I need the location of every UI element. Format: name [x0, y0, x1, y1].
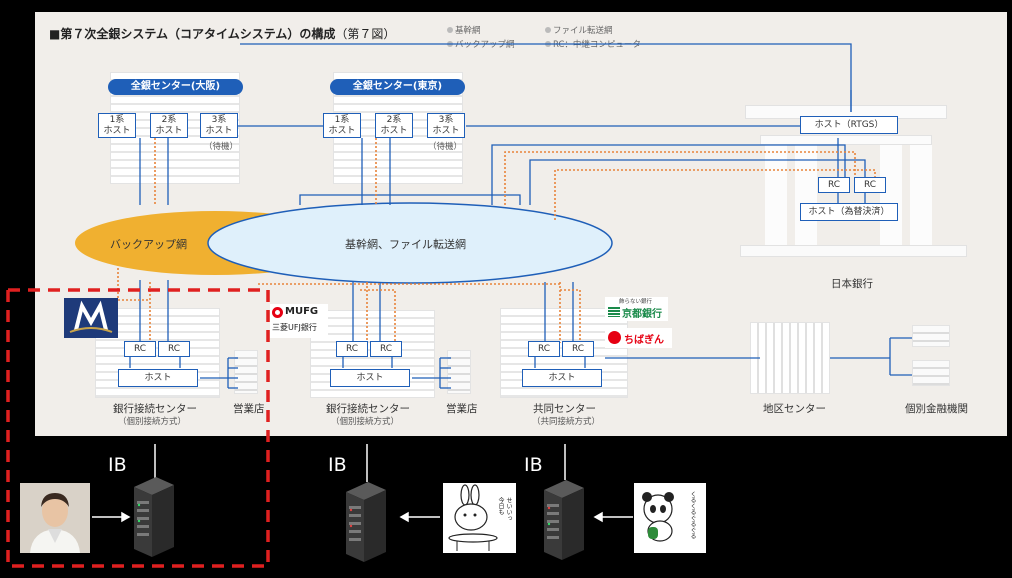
standby-label: （待機）	[204, 142, 239, 152]
bank-center-label: 銀行接続センター	[113, 403, 197, 415]
rc-box: RC	[158, 341, 190, 357]
standby-label: （待機）	[428, 142, 463, 152]
host-box-osaka-3: 3系ホスト	[200, 113, 238, 138]
host-box-osaka-1: 1系ホスト	[98, 113, 136, 138]
boj-label: 日本銀行	[831, 278, 873, 290]
legend-item-trunk: 基幹網	[447, 24, 481, 36]
ib-label: IB	[328, 454, 347, 476]
boj-pillar	[910, 145, 932, 245]
boj-rc: RC	[854, 177, 886, 193]
mufg-logo: MUFG 三菱UFJ銀行	[270, 304, 328, 338]
rc-box: RC	[528, 341, 560, 357]
ib-label: IB	[524, 454, 543, 476]
host-box: ホスト	[330, 369, 410, 387]
person-photo	[20, 483, 90, 553]
host-box: ホスト	[118, 369, 198, 387]
boj-base	[740, 245, 967, 257]
mascot-rabbit-illustration: 今日も せいいっ	[443, 483, 516, 553]
server-icon	[540, 478, 588, 563]
boj-rc: RC	[818, 177, 850, 193]
server-icon	[342, 480, 390, 565]
boj-host-rtgs: ホスト（RTGS）	[800, 116, 898, 134]
rc-box: RC	[370, 341, 402, 357]
boj-beam	[760, 135, 932, 145]
ib-label: IB	[108, 454, 127, 476]
branch-building	[447, 350, 471, 394]
chiba-bank-logo: ちばぎん	[605, 328, 672, 348]
joint-center-label: 共同センター	[533, 403, 596, 415]
individual-bank-building	[912, 360, 950, 386]
host-box-osaka-2: 2系ホスト	[150, 113, 188, 138]
backup-network-label: バックアップ網	[110, 238, 187, 251]
host-box: ホスト	[522, 369, 602, 387]
individual-bank-building	[912, 325, 950, 347]
main-network-label: 基幹網、ファイル転送網	[345, 238, 466, 251]
legend-item-file: ファイル転送網	[545, 24, 613, 36]
branch-label: 営業店	[233, 403, 265, 415]
branch-label: 営業店	[446, 403, 478, 415]
rc-box: RC	[562, 341, 594, 357]
boj-host-settlement: ホスト（為替決済）	[800, 203, 898, 221]
bank-center-sub: （個別接続方式）	[118, 417, 187, 427]
regional-center-building	[750, 322, 830, 394]
rc-box: RC	[336, 341, 368, 357]
individual-bank-label: 個別金融機関	[905, 403, 968, 415]
main-network-oval	[207, 202, 613, 284]
bank-logo	[64, 298, 118, 338]
regional-center-label: 地区センター	[763, 403, 826, 415]
osaka-center-label: 全銀センター(大阪)	[108, 79, 243, 95]
host-box-tokyo-1: 1系ホスト	[323, 113, 361, 138]
branch-building	[234, 350, 258, 394]
host-box-tokyo-3: 3系ホスト	[427, 113, 465, 138]
rc-box: RC	[124, 341, 156, 357]
highlight-box	[6, 288, 270, 568]
bank-center-label: 銀行接続センター	[326, 403, 410, 415]
diagram-title: ■第７次全銀システム（コアタイムシステム）の構成（第７図）	[49, 27, 396, 41]
tokyo-center-label: 全銀センター(東京)	[330, 79, 465, 95]
joint-center-sub: （共同接続方式）	[532, 417, 601, 427]
bank-center-sub: （個別接続方式）	[331, 417, 400, 427]
kyoto-bank-logo: 飾らない銀行 京都銀行	[605, 297, 668, 321]
mascot-panda-illustration: くるくるぐるぐる	[634, 483, 706, 553]
host-box-tokyo-2: 2系ホスト	[375, 113, 413, 138]
server-icon	[130, 475, 178, 560]
